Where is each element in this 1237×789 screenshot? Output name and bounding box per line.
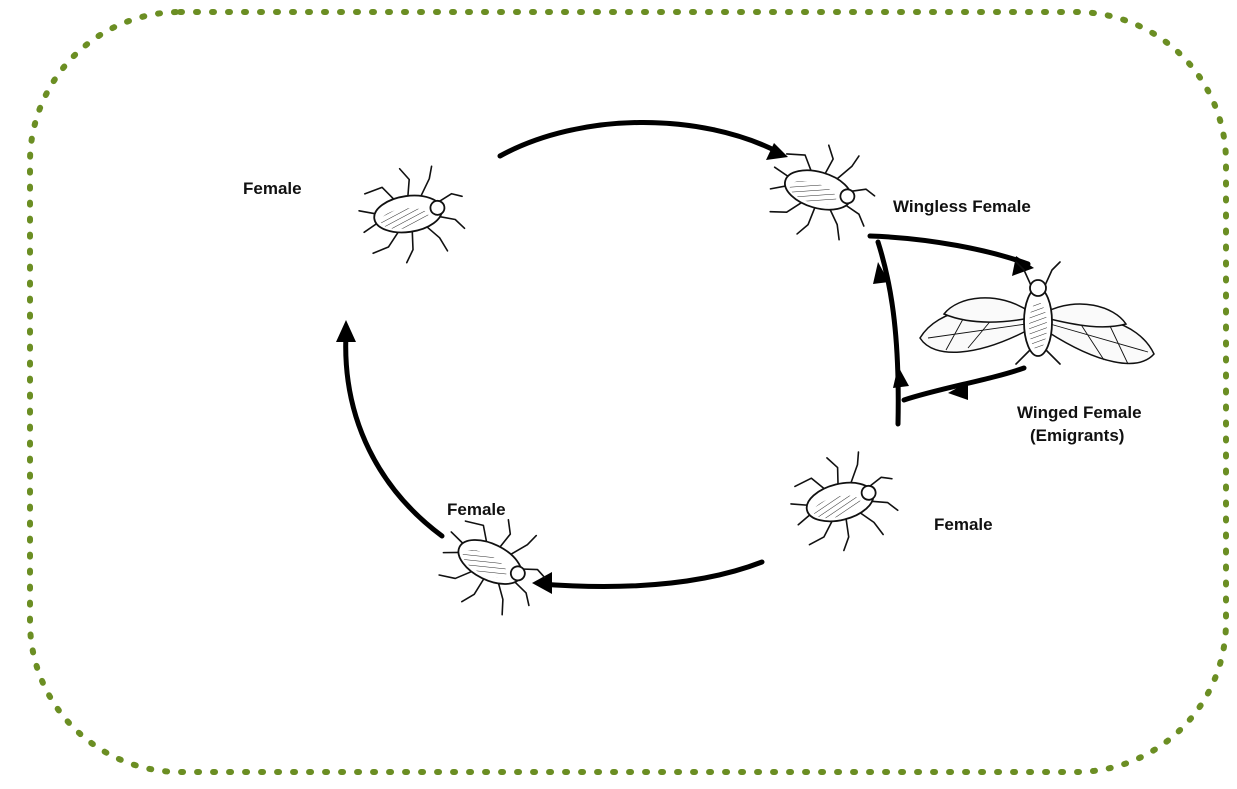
cycle-arrows bbox=[336, 122, 1034, 594]
label-female-top-left: Female bbox=[243, 179, 302, 198]
label-emigrants: (Emigrants) bbox=[1030, 426, 1124, 445]
arrow-head-icon bbox=[336, 320, 356, 342]
aphid-icon bbox=[426, 500, 561, 630]
aphid-icon bbox=[354, 161, 470, 269]
winged-aphid-icon bbox=[920, 262, 1154, 364]
label-female-right: Female bbox=[934, 515, 993, 534]
aphid-icon bbox=[782, 444, 906, 560]
label-female-bottom-left: Female bbox=[447, 500, 506, 519]
dotted-border bbox=[30, 12, 1226, 772]
label-winged-female: Winged Female bbox=[1017, 403, 1142, 422]
label-wingless-female: Wingless Female bbox=[893, 197, 1031, 216]
